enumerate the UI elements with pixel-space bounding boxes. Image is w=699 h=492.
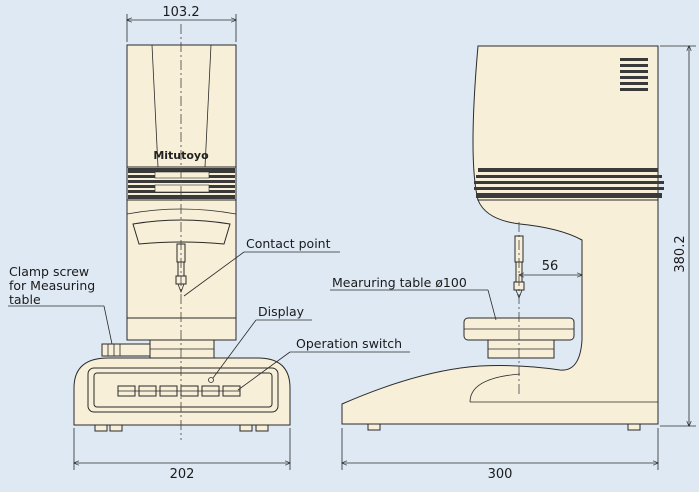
label-clamp-line3: table — [9, 292, 41, 307]
dim-tip-offset: 56 — [542, 259, 559, 274]
display-indicator — [208, 377, 214, 383]
dim-depth: 300 — [488, 467, 513, 482]
label-clamp-line2: for Measuring — [9, 278, 95, 293]
operation-switch-row — [117, 385, 241, 397]
label-contact-point: Contact point — [246, 236, 331, 251]
front-view: Mitutoyo — [73, 24, 291, 440]
front-column-top — [126, 44, 237, 168]
callouts: Contact point Mearuring table ø100 Clamp… — [8, 236, 497, 391]
dim-height: 380.2 — [673, 235, 688, 272]
label-operation-switch: Operation switch — [296, 336, 402, 351]
dim-top-width: 103.2 — [162, 5, 199, 20]
dimension-lines: 103.2 202 300 380.2 56 — [74, 5, 696, 482]
dim-base-width: 202 — [170, 467, 195, 482]
clamp-screw — [101, 343, 151, 357]
label-clamp-line1: Clamp screw — [9, 264, 89, 279]
label-display: Display — [258, 304, 305, 319]
front-head-recess — [132, 219, 231, 245]
vent-grille — [620, 58, 648, 91]
side-frame — [341, 199, 659, 425]
side-view — [341, 45, 664, 431]
label-measuring-table: Mearuring table ø100 — [332, 275, 467, 290]
